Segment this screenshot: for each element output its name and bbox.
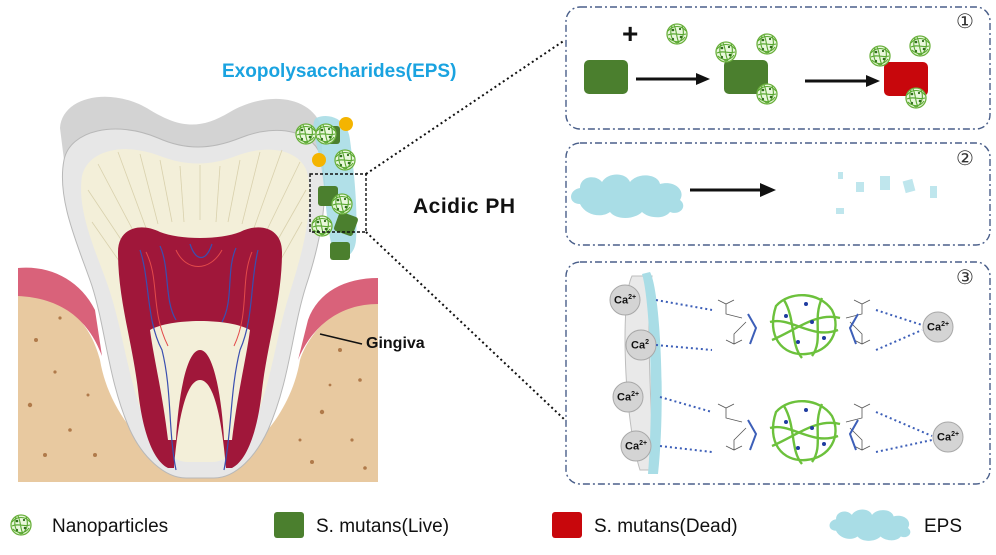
inner-root-canal [150,321,250,440]
eps-title: Exopolysaccharides(EPS) [222,61,457,82]
panel-2 [565,142,991,246]
gingiva-label: Gingiva [366,335,425,352]
nanoparticle [869,45,891,67]
nanoparticle [715,41,737,63]
calcium-label: Ca2 [631,339,649,352]
legend-dead-label: S. mutans(Dead) [594,516,738,537]
legend-live-swatch [274,512,304,538]
nanoparticle [909,35,931,57]
legend-live-label: S. mutans(Live) [316,516,450,537]
legend-nanoparticle-icon [10,514,32,536]
alveolar-bone [18,290,378,482]
acidic-ph-label: Acidic PH [413,195,516,218]
plus-sign: + [622,18,639,49]
step-1-marker: ① [956,11,974,33]
linker-arms [747,313,859,451]
nanoparticle [315,123,337,145]
calcium-label: Ca2+ [625,440,648,453]
panel-2-border [565,142,991,246]
bacteria-live [334,212,358,236]
panel-1-border [565,6,991,130]
nanoparticle [334,149,356,171]
panel-3 [565,261,991,485]
bacteria-live [584,60,628,94]
panel-3-border [565,261,991,485]
nanoparticle-orange [312,153,326,167]
nanoparticle-core-dots [784,302,826,450]
nerves [145,249,253,347]
calcium-label: Ca2+ [614,294,637,307]
eps-cloud [571,174,684,218]
nanoparticle [311,215,333,237]
gum-right [298,278,378,360]
nanoparticle [295,123,317,145]
panel-1 [565,6,991,130]
nanoparticle-orange [339,117,353,131]
nanoparticle [756,33,778,55]
nanoparticle-core [769,293,841,465]
legend-eps-label: EPS [924,516,963,537]
step-3-marker: ③ [956,267,974,289]
eps-pointer [318,84,330,116]
legend-eps-swatch [829,509,911,541]
nanoparticle [756,83,778,105]
step-2-marker: ② [956,148,974,170]
tooth-illustration [18,39,566,482]
eps-layer [642,272,662,474]
bacteria-live [724,60,768,94]
nanoparticle [666,23,688,45]
legend-dead-swatch [552,512,582,538]
enamel-side [60,96,322,160]
bacteria-live [330,242,350,260]
calcium-label: Ca2+ [617,391,640,404]
gingiva-pointer [319,333,363,345]
blood-vessels [139,243,259,471]
bone-speckles [27,316,367,470]
calcium-label: Ca2+ [937,431,960,444]
zoom-box [309,173,367,233]
calcium-label: Ca2+ [927,321,950,334]
legend-nanoparticles-label: Nanoparticles [52,516,169,537]
phosphate-groups [717,299,871,451]
chelation-bonds [655,299,933,453]
legend [10,509,911,541]
gum-left [18,267,102,356]
nanoparticle [905,87,927,109]
nanoparticle [331,193,353,215]
connector-line [365,231,566,421]
eps-fragments [836,172,937,214]
